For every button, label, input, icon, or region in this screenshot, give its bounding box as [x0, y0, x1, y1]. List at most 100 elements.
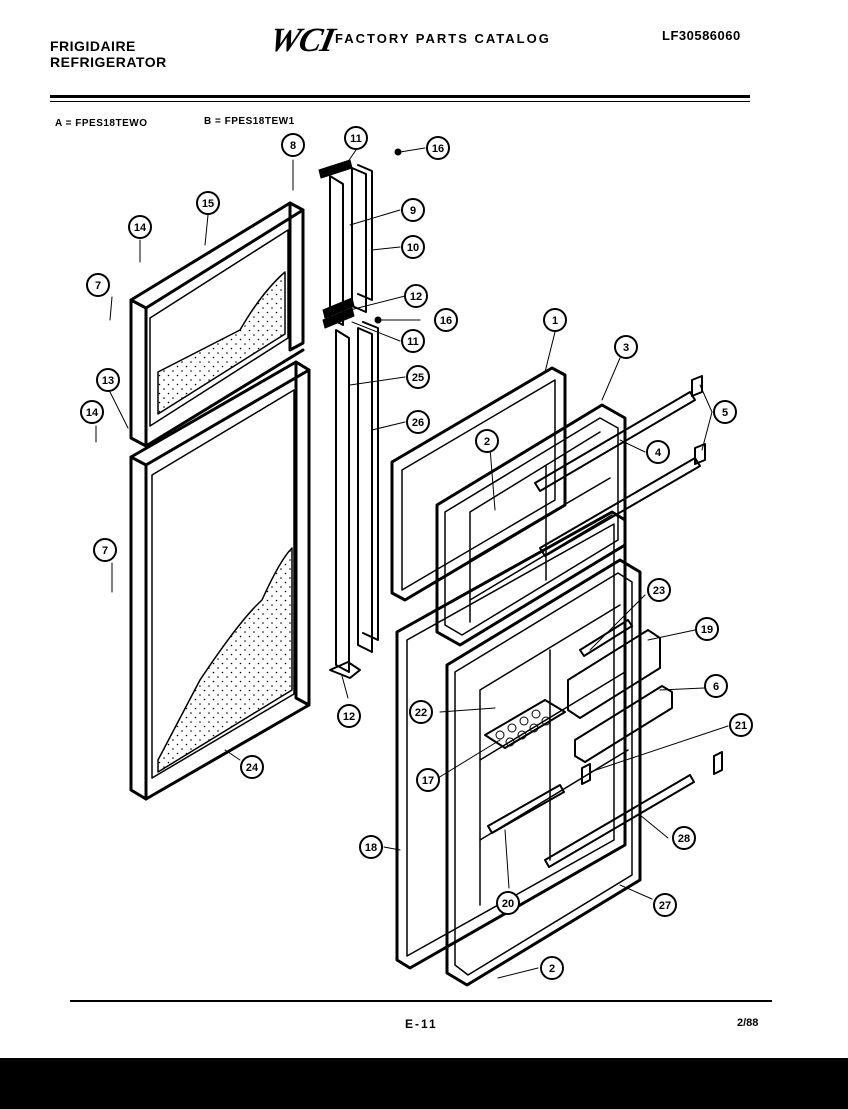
callout-circle	[344, 126, 368, 150]
callout-number: 10	[407, 242, 419, 254]
callout-number: 7	[102, 545, 108, 557]
callout-2: 2	[540, 956, 564, 980]
callout-5: 5	[713, 400, 737, 424]
callout-18: 18	[359, 835, 383, 859]
callout-circle	[540, 956, 564, 980]
callout-number: 14	[86, 407, 99, 419]
callout-circle	[409, 700, 433, 724]
callout-8: 8	[281, 133, 305, 157]
callout-circle	[128, 215, 152, 239]
callout-circle	[672, 826, 696, 850]
callout-circle	[713, 400, 737, 424]
callout-circle	[406, 410, 430, 434]
callout-number: 17	[422, 775, 434, 787]
callout-number: 22	[415, 707, 427, 719]
callout-number: 25	[412, 372, 424, 384]
callout-13: 13	[96, 368, 120, 392]
callout-circle	[337, 704, 361, 728]
callout-circle	[614, 335, 638, 359]
callout-14: 14	[80, 400, 104, 424]
door-bin	[567, 629, 661, 719]
callout-circle	[647, 578, 671, 602]
callout-11: 11	[344, 126, 368, 150]
callout-12: 12	[337, 704, 361, 728]
callout-circle	[543, 308, 567, 332]
callout-number: 16	[432, 143, 444, 155]
callout-26: 26	[406, 410, 430, 434]
callout-number: 8	[290, 140, 296, 152]
callout-21: 21	[729, 713, 753, 737]
callout-number: 3	[623, 342, 629, 354]
callout-9: 9	[401, 198, 425, 222]
egg-tray	[484, 699, 566, 749]
callout-circle	[434, 308, 458, 332]
callout-circle	[281, 133, 305, 157]
callout-23: 23	[647, 578, 671, 602]
scan-edge-bar	[0, 1058, 848, 1109]
callout-number: 9	[410, 205, 416, 217]
freezer-shelf-rail	[534, 391, 696, 492]
callout-25: 25	[406, 365, 430, 389]
callout-circle	[416, 768, 440, 792]
freezer-door-liner	[129, 201, 305, 448]
callout-12: 12	[404, 284, 428, 308]
callout-circle	[695, 617, 719, 641]
freezer-shelf-rail	[539, 457, 701, 557]
callout-number: 5	[722, 407, 728, 419]
callout-number: 24	[246, 762, 259, 774]
callout-circle	[496, 891, 520, 915]
callout-circle	[653, 893, 677, 917]
footer-rule	[70, 1000, 772, 1002]
model-b-label: B = FPES18TEW1	[204, 116, 295, 127]
callout-number: 7	[95, 280, 101, 292]
callout-20: 20	[496, 891, 520, 915]
callout-14: 14	[128, 215, 152, 239]
callout-2: 2	[475, 429, 499, 453]
door-shelf-rail	[544, 774, 695, 868]
callout-circle	[86, 273, 110, 297]
callout-16: 16	[434, 308, 458, 332]
callout-number: 11	[350, 133, 362, 145]
callout-circle	[426, 136, 450, 160]
callout-number: 15	[202, 198, 214, 210]
callout-number: 2	[549, 963, 555, 975]
callout-number: 27	[659, 900, 671, 912]
callout-number: 21	[735, 720, 747, 732]
callout-28: 28	[672, 826, 696, 850]
callout-10: 10	[401, 235, 425, 259]
callout-number: 23	[653, 585, 665, 597]
callout-circle	[404, 284, 428, 308]
callout-11: 11	[401, 329, 425, 353]
callout-circle	[475, 429, 499, 453]
header-rule-thick	[50, 95, 750, 98]
callout-3: 3	[614, 335, 638, 359]
page-number: E-11	[405, 1017, 438, 1031]
callout-circle	[401, 329, 425, 353]
callout-4: 4	[646, 440, 670, 464]
door-bin	[574, 685, 673, 763]
callout-circle	[406, 365, 430, 389]
callout-number: 4	[655, 447, 662, 459]
document-number: LF30586060	[662, 28, 741, 43]
callout-number: 13	[102, 375, 114, 387]
callout-number: 26	[412, 417, 424, 429]
revision-date: 2/88	[737, 1017, 759, 1029]
callout-16: 16	[426, 136, 450, 160]
door-handle-assembly	[318, 148, 402, 679]
callout-number: 2	[484, 436, 490, 448]
leader-lines	[95, 147, 729, 979]
callout-number: 1	[552, 315, 558, 327]
callout-15: 15	[196, 191, 220, 215]
callout-number: 14	[134, 222, 147, 234]
callout-number: 28	[678, 833, 690, 845]
callout-1: 1	[543, 308, 567, 332]
callout-number: 11	[407, 336, 419, 348]
callout-circle	[729, 713, 753, 737]
callout-number: 18	[365, 842, 377, 854]
callout-number: 12	[343, 711, 355, 723]
callout-circle	[359, 835, 383, 859]
door-shelf-rail	[487, 784, 565, 834]
callout-number: 19	[701, 624, 713, 636]
